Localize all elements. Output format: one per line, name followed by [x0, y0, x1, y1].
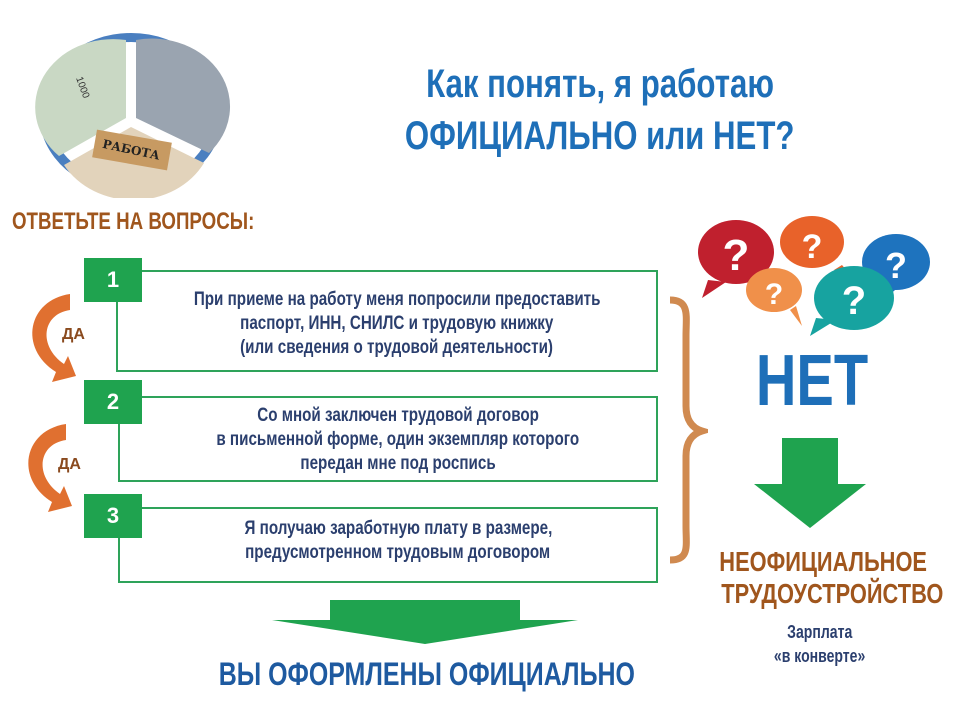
question-number-3: 3 — [84, 494, 142, 538]
question-box-2: Со мной заключен трудовой договор в пись… — [118, 396, 658, 482]
down-arrow-icon — [754, 438, 866, 528]
prompt-heading: ОТВЕТЬТЕ НА ВОПРОСЫ: — [12, 208, 255, 235]
yes-label-2: ДА — [58, 456, 81, 473]
title-line-2: ОФИЦИАЛЬНО или НЕТ? — [405, 114, 795, 158]
page-title: Как понять, я работаю ОФИЦИАЛЬНО или НЕТ… — [300, 58, 900, 162]
no-label: НЕТ — [755, 341, 869, 421]
svg-text:?: ? — [765, 278, 783, 311]
salary-note: Зарплата «в конверте» — [774, 622, 866, 666]
brace-icon — [669, 296, 708, 564]
logo-image: РАБОТА 1000 — [35, 33, 231, 198]
svg-text:?: ? — [802, 228, 823, 266]
curved-arrow-icon — [32, 294, 76, 382]
yes-label-1: ДА — [62, 326, 85, 343]
svg-text:?: ? — [723, 231, 750, 280]
curved-arrow-icon — [28, 424, 72, 512]
question-box-1: При приеме на работу меня попросили пред… — [116, 270, 658, 372]
down-arrow-icon — [272, 600, 578, 644]
result-official: ВЫ ОФОРМЛЕНЫ ОФИЦИАЛЬНО — [218, 656, 635, 692]
question-number-1: 1 — [84, 258, 142, 302]
result-unofficial: НЕОФИЦИАЛЬНОЕ ТРУДОУСТРОЙСТВО — [719, 546, 944, 609]
question-number-2: 2 — [84, 380, 142, 424]
svg-text:?: ? — [885, 245, 907, 286]
svg-text:?: ? — [842, 279, 866, 323]
title-line-1: Как понять, я работаю — [426, 62, 774, 106]
question-box-3: Я получаю заработную плату в размере, пр… — [118, 507, 658, 583]
question-bubbles-icon: ? ? ? ? ? — [698, 216, 930, 336]
